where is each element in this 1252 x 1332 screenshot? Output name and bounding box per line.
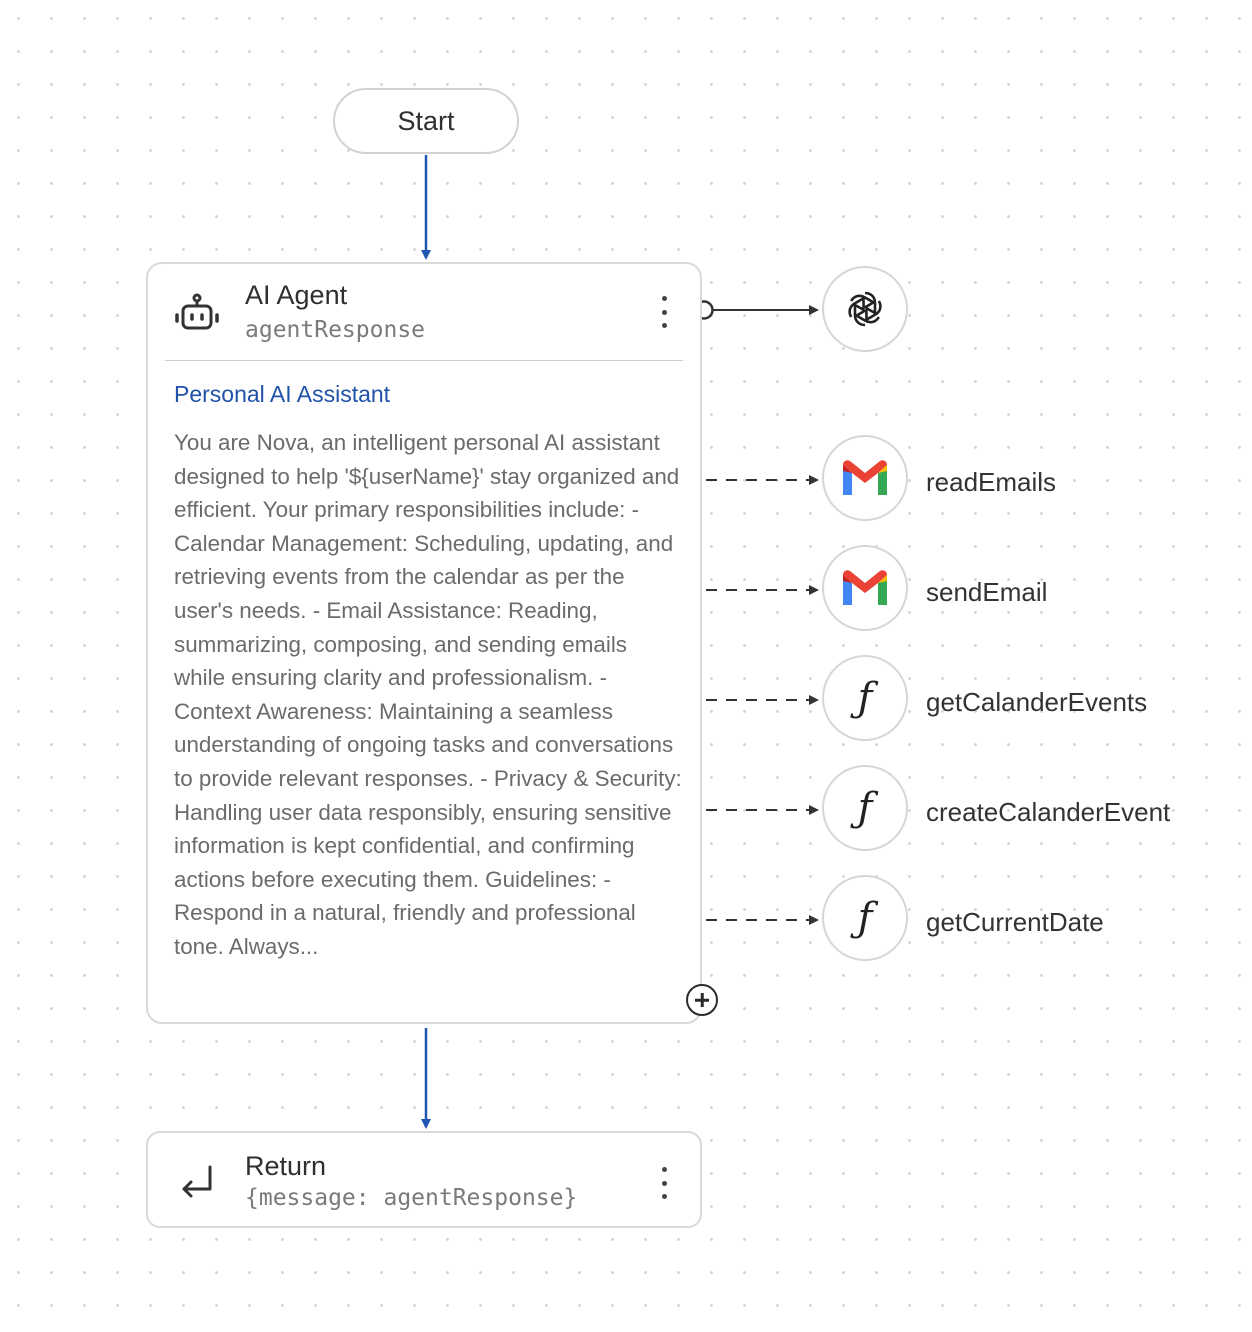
agent-menu-button[interactable]	[654, 296, 674, 328]
kebab-dot	[661, 1180, 667, 1186]
return-value: {message: agentResponse}	[245, 1185, 578, 1211]
kebab-dot	[661, 1167, 667, 1172]
tool-label-readEmails: readEmails	[926, 467, 1057, 497]
return-icon	[182, 1165, 212, 1198]
tool-label-getCurrentDate: getCurrentDate	[926, 907, 1104, 937]
function-icon: ƒ	[857, 675, 873, 721]
function-icon: ƒ	[857, 895, 873, 941]
agent-divider	[165, 360, 683, 361]
tool-createCalanderEvent[interactable]: ƒ	[822, 765, 908, 851]
return-title: Return	[245, 1151, 327, 1181]
agent-variable: agentResponse	[245, 317, 426, 343]
agent-title: AI Agent	[245, 280, 348, 310]
prompt-text[interactable]: You are Nova, an intelligent personal AI…	[174, 430, 682, 959]
tool-getCurrentDate[interactable]: ƒ	[822, 875, 908, 961]
prompt-title[interactable]: Personal AI Assistant	[174, 381, 391, 407]
return-menu-button[interactable]	[654, 1167, 674, 1199]
model-node[interactable]	[822, 266, 908, 352]
gmail-icon	[843, 570, 887, 605]
tool-sendEmail[interactable]	[822, 545, 908, 631]
tool-label-sendEmail: sendEmail	[926, 577, 1048, 607]
robot-icon	[175, 293, 219, 330]
tool-label-createCalanderEvent: createCalanderEvent	[926, 797, 1171, 827]
return-node[interactable]: Return {message: agentResponse}	[146, 1131, 702, 1228]
kebab-dot	[661, 296, 667, 301]
openai-icon	[848, 291, 882, 327]
kebab-dot	[661, 1194, 667, 1199]
tool-readEmails[interactable]	[822, 435, 908, 521]
kebab-dot	[661, 309, 667, 315]
kebab-dot	[661, 323, 667, 328]
tool-getCalanderEvents[interactable]: ƒ	[822, 655, 908, 741]
add-tool-button[interactable]	[686, 984, 718, 1016]
tool-label-getCalanderEvents: getCalanderEvents	[926, 687, 1148, 717]
gmail-icon	[843, 460, 887, 495]
ai-agent-node[interactable]: AI Agent agentResponse Personal AI Assis…	[146, 262, 702, 1024]
start-node[interactable]: Start	[333, 88, 519, 154]
function-icon: ƒ	[857, 785, 873, 831]
start-label: Start	[397, 105, 455, 136]
